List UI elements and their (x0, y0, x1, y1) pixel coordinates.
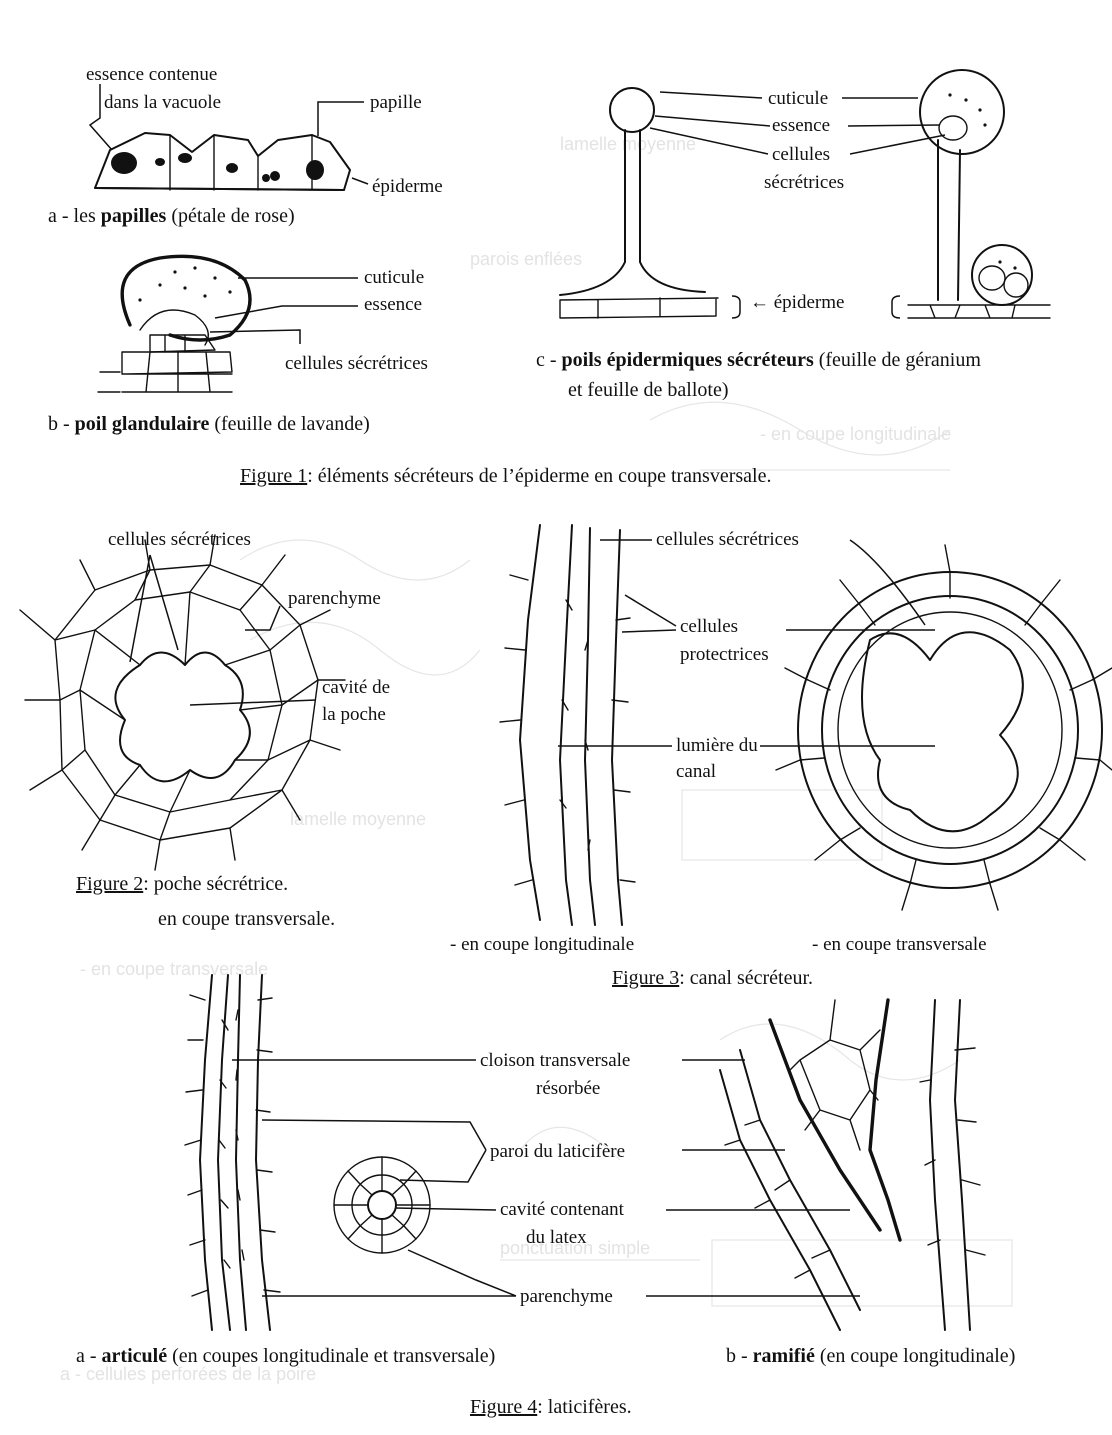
label-essence-c: essence (772, 115, 830, 136)
label-sub-transversale: - en coupe transversale (812, 934, 987, 955)
caption-4b: b - ramifié (en coupe longitudinale) (726, 1345, 1015, 1367)
figure-3-title: Figure 3: canal sécréteur. (612, 967, 813, 989)
label-parenchyme-4: parenchyme (520, 1286, 613, 1307)
figure-2-subtitle: en coupe transversale. (158, 908, 335, 930)
caption-4b-suffix: (en coupe longitudinale) (815, 1345, 1016, 1367)
caption-1a: a - les papilles (pétale de rose) (48, 205, 295, 227)
svg-text:lamelle moyenne: lamelle moyenne (290, 809, 426, 829)
label-epiderme-c: ← épiderme (750, 292, 844, 313)
label-cellules-protectrices-3b: protectrices (680, 644, 769, 665)
figure-2-text: : poche sécrétrice. (143, 873, 288, 895)
canal-transversal-drawing (776, 545, 1112, 910)
caption-4b-prefix: b - (726, 1345, 753, 1367)
label-cloison-4b: résorbée (536, 1078, 600, 1099)
caption-4a: a - articulé (en coupes longitudinale et… (76, 1345, 495, 1367)
svg-text:lamelle moyenne: lamelle moyenne (560, 134, 696, 154)
label-cavite-2a: cavité de (322, 677, 390, 698)
label-cellules-secretrices-3: cellules sécrétrices (656, 529, 799, 550)
figure-4: cloison transversale résorbée paroi du l… (76, 975, 1015, 1418)
label-cavite-4a: cavité contenant (500, 1199, 625, 1220)
figure-3: cellules sécrétrices cellules protectric… (450, 525, 1112, 989)
figure-4-number: Figure 4 (470, 1396, 537, 1418)
label-lumiere-3b: canal (676, 761, 716, 782)
figure-4-text: : laticifères. (537, 1396, 631, 1418)
svg-text:parois enflées: parois enflées (470, 249, 582, 269)
figure-1-title: Figure 1: éléments sécréteurs de l’épide… (240, 465, 771, 487)
caption-1c-line2: et feuille de ballote) (568, 379, 728, 401)
svg-text:a - cellules perforées de la p: a - cellules perforées de la poire (60, 1364, 316, 1384)
caption-1a-prefix: a - les (48, 205, 101, 227)
figure-2-title: Figure 2: poche sécrétrice. (76, 873, 288, 895)
label-essence-b: essence (364, 294, 422, 315)
pointer-cellules-2 (130, 555, 178, 662)
caption-4a-suffix: (en coupes longitudinale et transversale… (167, 1345, 495, 1367)
label-secretrices-c2: sécrétrices (764, 172, 844, 193)
figure-1-number: Figure 1 (240, 465, 307, 487)
poil-glandulaire-drawing (98, 256, 250, 392)
label-cellules-b: cellules sécrétrices (285, 353, 428, 374)
caption-4a-bold: articulé (102, 1345, 168, 1367)
pointer-cavite-2 (190, 700, 316, 705)
figure-4-title: Figure 4: laticifères. (470, 1396, 632, 1418)
pointer-papille (318, 102, 364, 136)
label-papille: papille (370, 92, 422, 113)
laticifere-ramifie-drawing (720, 1000, 985, 1330)
caption-1c-suffix: (feuille de géranium (814, 349, 982, 371)
label-cellules-protectrices-3a: cellules (680, 616, 738, 637)
caption-4b-bold: ramifié (753, 1345, 815, 1367)
caption-1c-prefix: c - (536, 349, 562, 371)
caption-1b: b - poil glandulaire (feuille de lavande… (48, 413, 370, 435)
caption-1b-suffix: (feuille de lavande) (209, 413, 369, 435)
label-essence-contenue: essence contenue (86, 64, 217, 85)
figure-2-number: Figure 2 (76, 873, 143, 895)
papilles-drawing (95, 133, 350, 190)
figure-2: cellules sécrétrices parenchyme cavité d… (20, 529, 390, 930)
pointer-parenchyme-2 (245, 606, 280, 630)
label-cellules-secretrices-2: cellules sécrétrices (108, 529, 251, 550)
label-cavite-4b: du latex (526, 1227, 587, 1248)
label-cavite-2b: la poche (322, 704, 386, 725)
laticifere-articule-drawing (185, 975, 280, 1330)
label-paroi-4: paroi du laticifère (490, 1141, 625, 1162)
caption-1a-bold: papilles (101, 205, 167, 227)
label-parenchyme-2: parenchyme (288, 588, 381, 609)
figure-3-text: : canal sécréteur. (679, 967, 813, 989)
figure-3-number: Figure 3 (612, 967, 679, 989)
caption-1b-bold: poil glandulaire (75, 413, 210, 435)
label-cloison-4a: cloison transversale (480, 1050, 630, 1071)
canal-longitudinal-drawing (500, 525, 635, 925)
label-sub-longitudinale: - en coupe longitudinale (450, 934, 634, 955)
label-epiderme-a: épiderme (372, 176, 443, 197)
label-lumiere-3a: lumière du (676, 735, 758, 756)
label-cellules-c: cellules (772, 144, 830, 165)
figure-1-text: : éléments sécréteurs de l’épiderme en c… (307, 465, 771, 487)
caption-1c-bold: poils épidermiques sécréteurs (562, 349, 814, 371)
laticifere-transversal-drawing (334, 1157, 430, 1253)
pointer-epiderme-a (352, 178, 368, 184)
svg-text:- en coupe longitudinale: - en coupe longitudinale (760, 424, 951, 444)
caption-1b-prefix: b - (48, 413, 75, 435)
label-cuticule-b: cuticule (364, 267, 424, 288)
pointer-essence-b (215, 306, 358, 318)
label-dans-la-vacuole: dans la vacuole (104, 92, 221, 113)
caption-1a-suffix: (pétale de rose) (166, 205, 294, 227)
caption-4a-prefix: a - (76, 1345, 102, 1367)
label-cuticule-c: cuticule (768, 88, 828, 109)
caption-1c: c - poils épidermiques sécréteurs (feuil… (536, 349, 981, 371)
pointer-cellules-sec-3 (600, 540, 925, 625)
